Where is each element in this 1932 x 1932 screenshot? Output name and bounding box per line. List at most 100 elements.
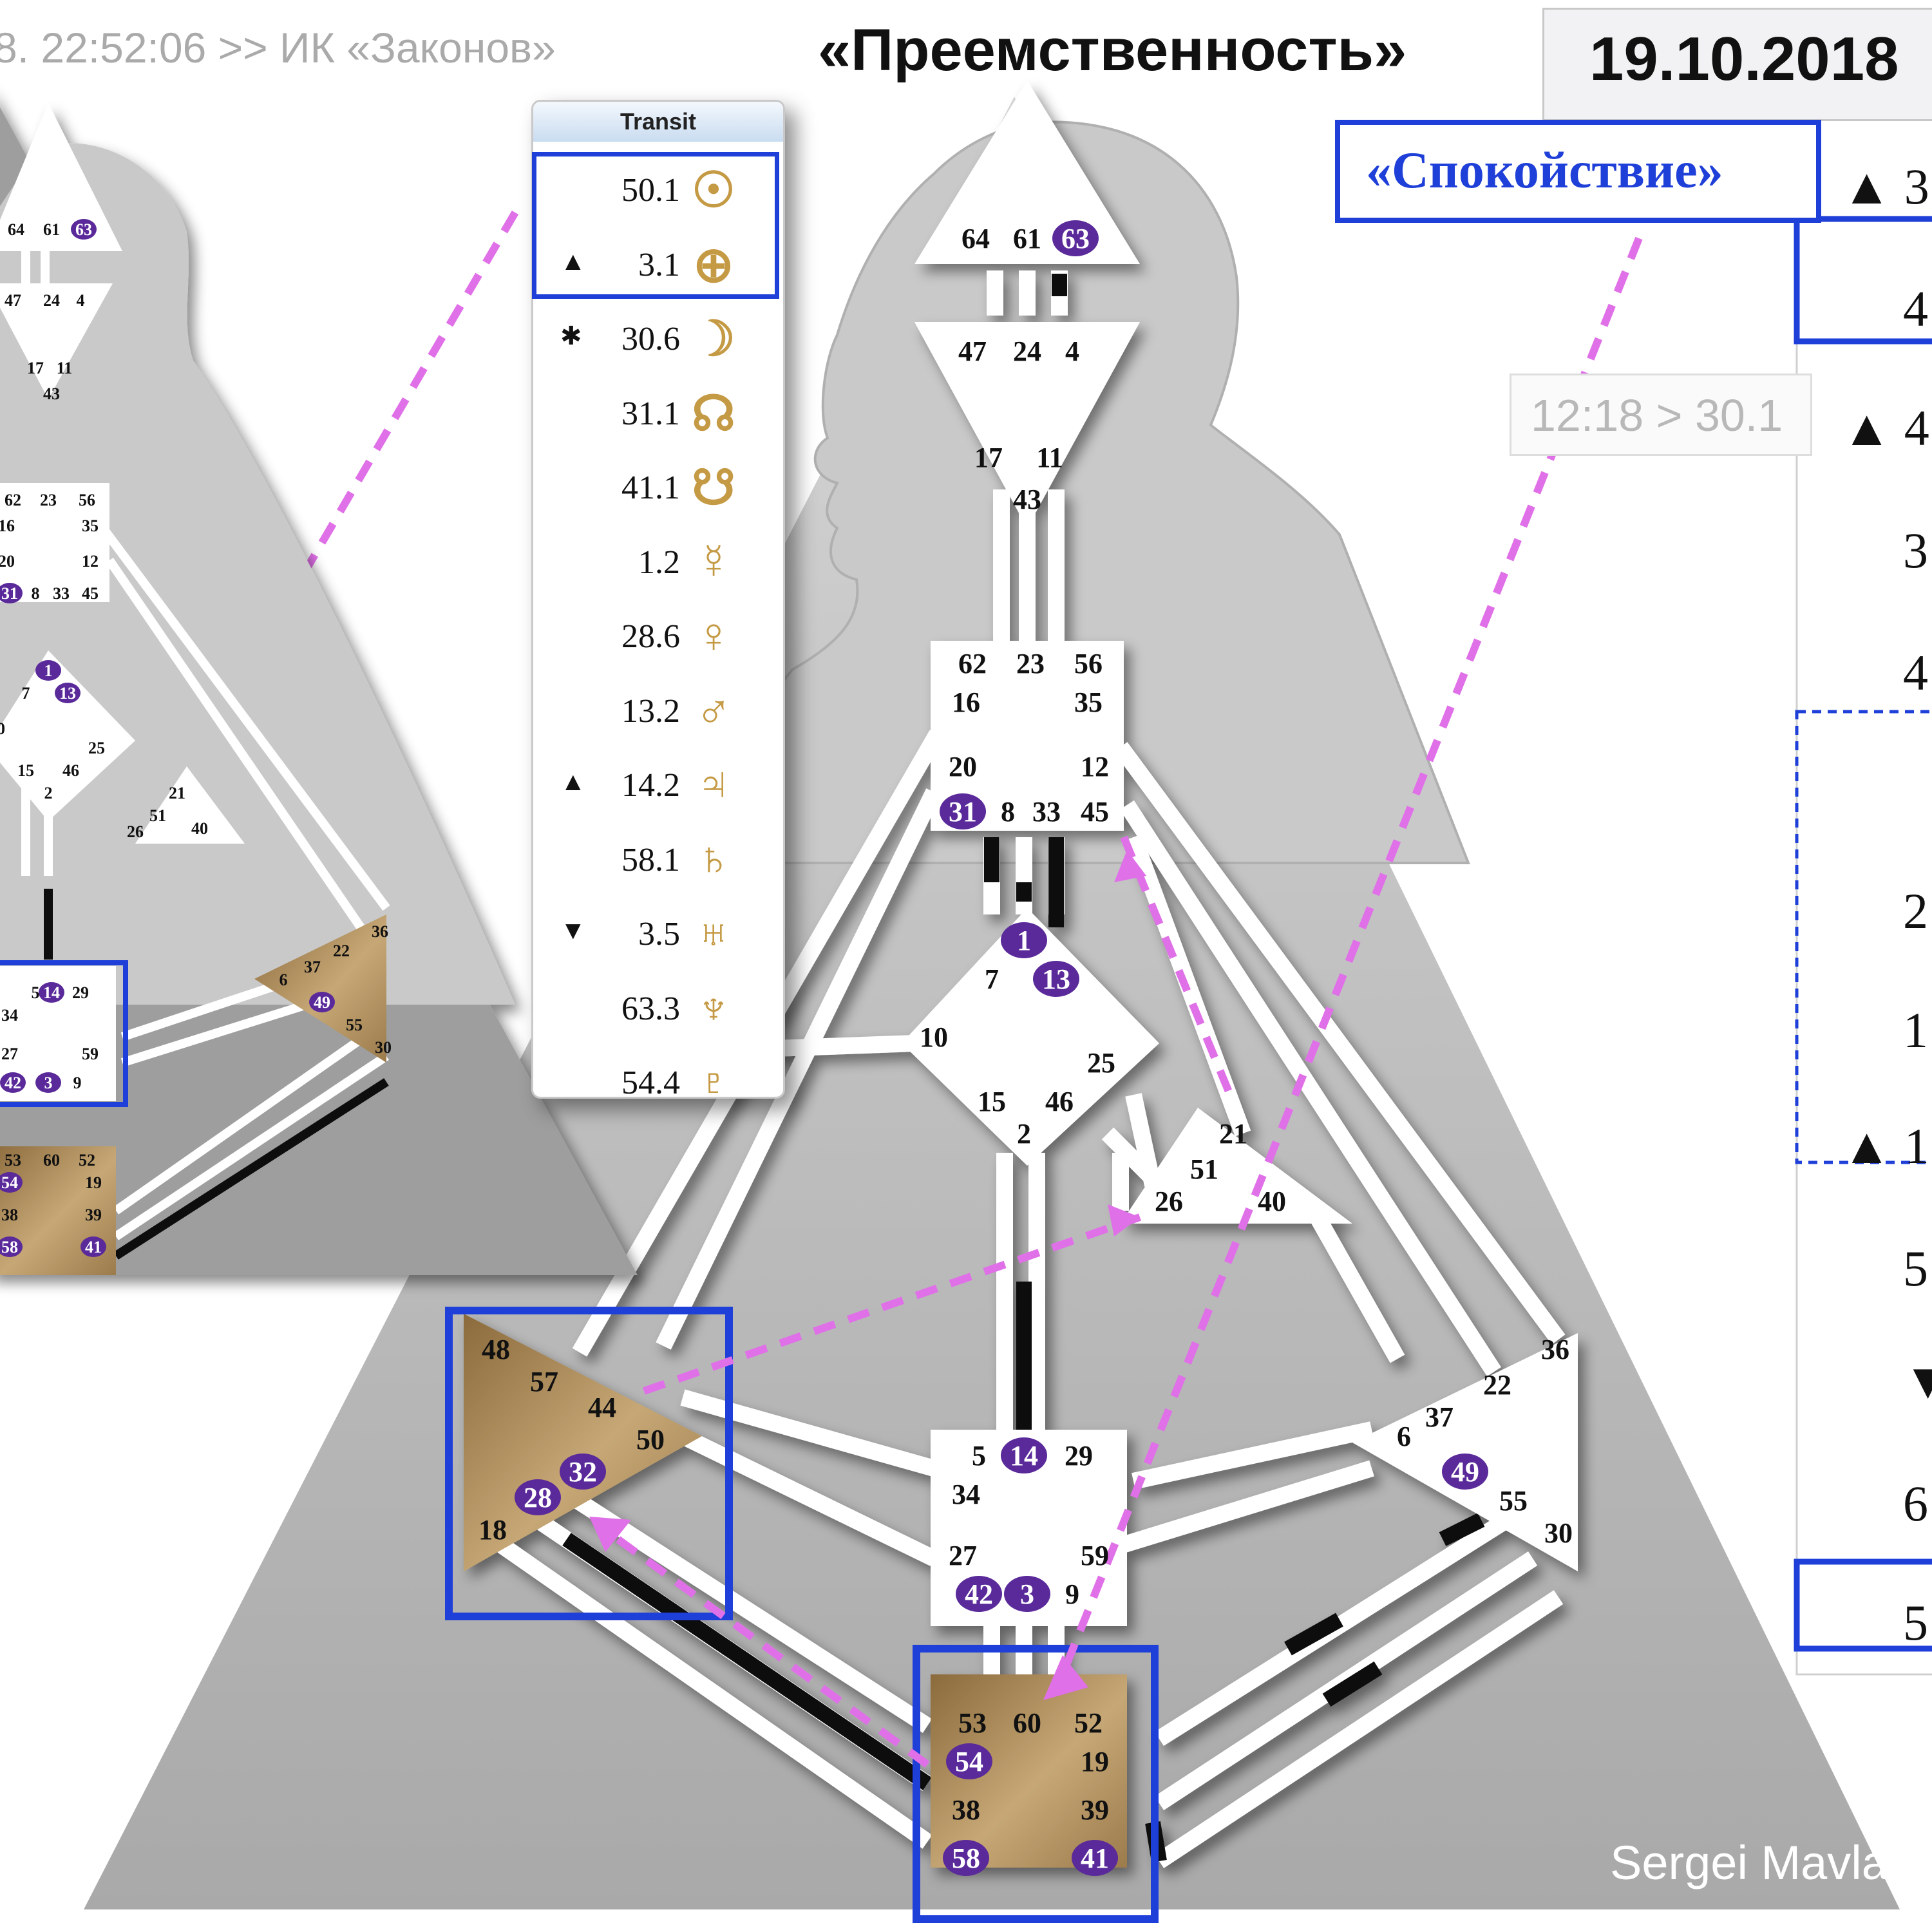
activated-gate-marker <box>35 1072 61 1093</box>
transit-value: 63.3 <box>621 990 680 1027</box>
gate-number: 37 <box>1425 1401 1454 1433</box>
gate-number: 22 <box>1483 1369 1511 1401</box>
transit-row: 1.2 ☿ <box>533 526 783 600</box>
gate-number: 17 <box>27 359 44 377</box>
gate-number: 25 <box>1087 1047 1115 1079</box>
gate-number: 54 <box>1 1173 18 1192</box>
transit-value: 31.1 <box>621 395 680 432</box>
calm-label-box: «Спокойствие» <box>1335 120 1821 223</box>
root-highlight <box>913 1645 1159 1923</box>
transit-row: 13.2♂ <box>533 674 783 748</box>
gate-number: 53 <box>5 1151 21 1170</box>
gate-number: 14 <box>43 983 60 1002</box>
gate-number: 8 <box>1001 796 1015 828</box>
right-panel-value: ▼ <box>1903 1353 1932 1409</box>
gate-number: 41 <box>1081 1842 1109 1874</box>
transit-row: 50.1☉ <box>533 153 783 227</box>
activated-gate-marker <box>1072 1840 1118 1876</box>
gate-number: 47 <box>958 336 987 367</box>
gate-number: 26 <box>1155 1186 1183 1217</box>
gate-number: 20 <box>949 751 977 782</box>
pluto-icon: ♇ <box>695 1054 732 1109</box>
gate-number: 30 <box>375 1038 392 1057</box>
gate-number: 61 <box>43 220 60 239</box>
transit-value: 3.1 <box>638 246 680 283</box>
transit-row: 63.3♆ <box>533 972 783 1046</box>
gate-number: 2 <box>44 784 53 802</box>
right-panel-value: ▲ 1 <box>1842 1118 1929 1174</box>
gate-number: 42 <box>5 1074 21 1092</box>
gate-number: 39 <box>1081 1794 1109 1826</box>
spleen-highlight <box>445 1307 733 1620</box>
transit-row: 41.1☋ <box>533 451 783 525</box>
transit-row: ▲3.1⊕ <box>533 228 783 302</box>
gate-number: 55 <box>346 1016 363 1034</box>
transit-mark: ▲ <box>560 768 586 796</box>
gate-number: 10 <box>0 719 5 738</box>
mercury-icon: ☿ <box>695 533 732 589</box>
gate-number: 42 <box>965 1578 993 1610</box>
earth-icon: ⊕ <box>693 237 734 292</box>
gate-number: 38 <box>952 1794 980 1826</box>
gate-number: 6 <box>1397 1421 1411 1452</box>
gate-number: 26 <box>127 822 144 841</box>
north-node-icon: ☊ <box>692 386 735 441</box>
right-panel-value: 5 <box>1903 1240 1928 1296</box>
right-panel-value: 5 <box>1903 1595 1928 1651</box>
transit-value: 1.2 <box>638 544 680 581</box>
transit-value: 28.6 <box>621 618 680 655</box>
transit-highlight <box>532 152 779 299</box>
gate-number: 39 <box>85 1206 102 1224</box>
transit-value: 13.2 <box>621 692 680 730</box>
transit-value: 14.2 <box>621 767 680 804</box>
gate-number: 35 <box>82 516 99 535</box>
gate-number: 15 <box>17 761 34 780</box>
sun-icon: ☉ <box>691 163 736 218</box>
gate-number: 54 <box>955 1746 983 1777</box>
right-panel-value: ▲ 4 <box>1842 400 1929 456</box>
transit-title: Transit <box>620 108 697 135</box>
right-panel-value: 6 <box>1903 1475 1928 1531</box>
gate-number: 63 <box>75 220 92 239</box>
gate-number: 59 <box>1081 1540 1109 1571</box>
gate-number: 7 <box>985 963 999 995</box>
gate-number: 58 <box>1 1238 18 1256</box>
left-sacral-highlight <box>0 960 128 1107</box>
gate-number: 21 <box>1219 1118 1247 1150</box>
gate-number: 52 <box>79 1151 95 1170</box>
activated-gate-marker <box>55 683 80 703</box>
gate-number: 51 <box>1190 1153 1218 1185</box>
gate-number: 20 <box>0 552 15 571</box>
uranus-icon: ♅ <box>695 905 732 960</box>
gate-number: 11 <box>57 359 73 377</box>
right-panel-frame <box>1794 216 1932 1676</box>
gate-number: 45 <box>1081 796 1109 828</box>
gate-number: 51 <box>149 806 166 825</box>
activated-gate-marker <box>943 1840 989 1876</box>
gate-number: 59 <box>82 1045 99 1063</box>
gate-number: 25 <box>88 739 105 757</box>
gate-number: 24 <box>1013 336 1041 367</box>
activated-gate-marker <box>309 992 335 1012</box>
transit-mark: ▼ <box>560 916 586 945</box>
transit-panel: Transit 50.1☉▲3.1⊕✱30.6☽31.1☊41.1☋1.2☿28… <box>531 100 785 1109</box>
gate-number: 62 <box>958 648 987 679</box>
gate-number: 11 <box>1036 442 1063 473</box>
activated-gate-marker <box>0 583 23 603</box>
gate-number: 43 <box>1013 484 1041 515</box>
right-panel-value: 4 <box>1903 645 1928 701</box>
gate-number: 56 <box>79 491 95 509</box>
gate-number: 47 <box>5 291 21 310</box>
gate-number: 64 <box>8 220 24 239</box>
gate-number: 60 <box>1013 1707 1041 1739</box>
transit-value: 54.4 <box>621 1065 680 1101</box>
transit-value: 3.5 <box>638 916 680 952</box>
moon-icon: ☽ <box>691 312 736 366</box>
activated-gate-marker <box>1001 1437 1047 1473</box>
gate-number: 34 <box>952 1479 980 1510</box>
gate-number: 5 <box>972 1440 986 1472</box>
g-center <box>902 908 1159 1166</box>
gate-number: 13 <box>59 684 76 703</box>
heart-center <box>1121 1108 1352 1224</box>
